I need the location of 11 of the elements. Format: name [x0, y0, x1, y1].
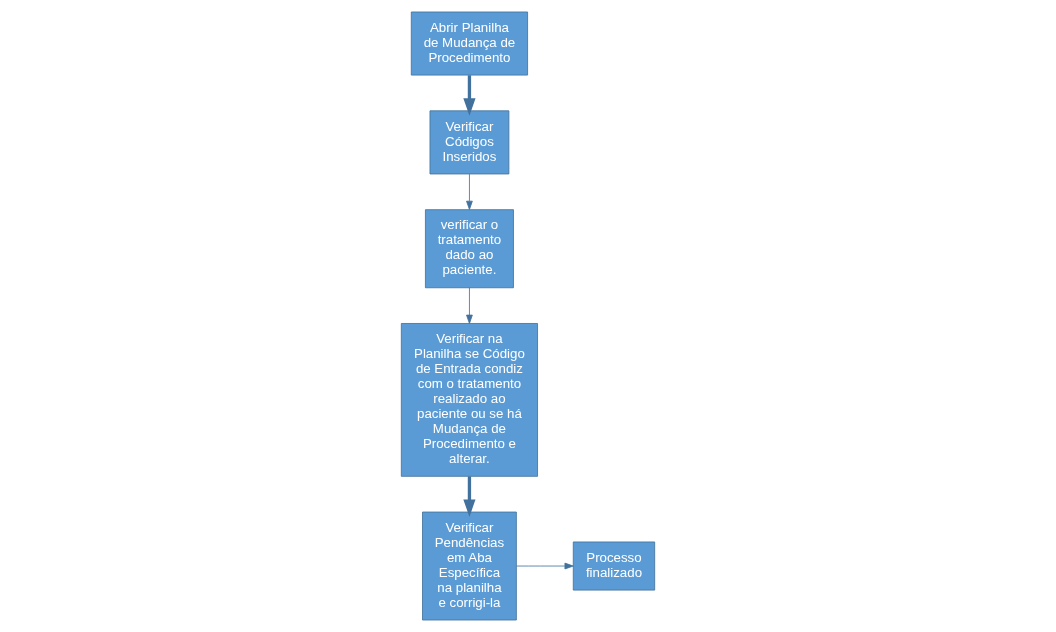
node-box: Verificar na Planilha se Código de Entrada condiz com o tratamento realizado ao paciente ou se há Mudança de Procedimento e alterar.	[400, 323, 538, 477]
node-box: verificar o tratamento dado ao paciente.	[425, 209, 514, 289]
arrow	[463, 476, 476, 517]
arrow	[466, 287, 473, 324]
node-box: Verificar Códigos Inseridos	[429, 110, 510, 175]
node-box: Verificar Pendências em Aba Específica na planilha e corrigi-la	[422, 511, 517, 621]
arrow	[516, 562, 574, 570]
node-box: Processo finalizado	[572, 541, 656, 591]
node-box: Abrir Planilha de Mudança de Procedimento	[410, 11, 528, 76]
arrow	[463, 75, 476, 116]
arrow	[466, 173, 473, 210]
